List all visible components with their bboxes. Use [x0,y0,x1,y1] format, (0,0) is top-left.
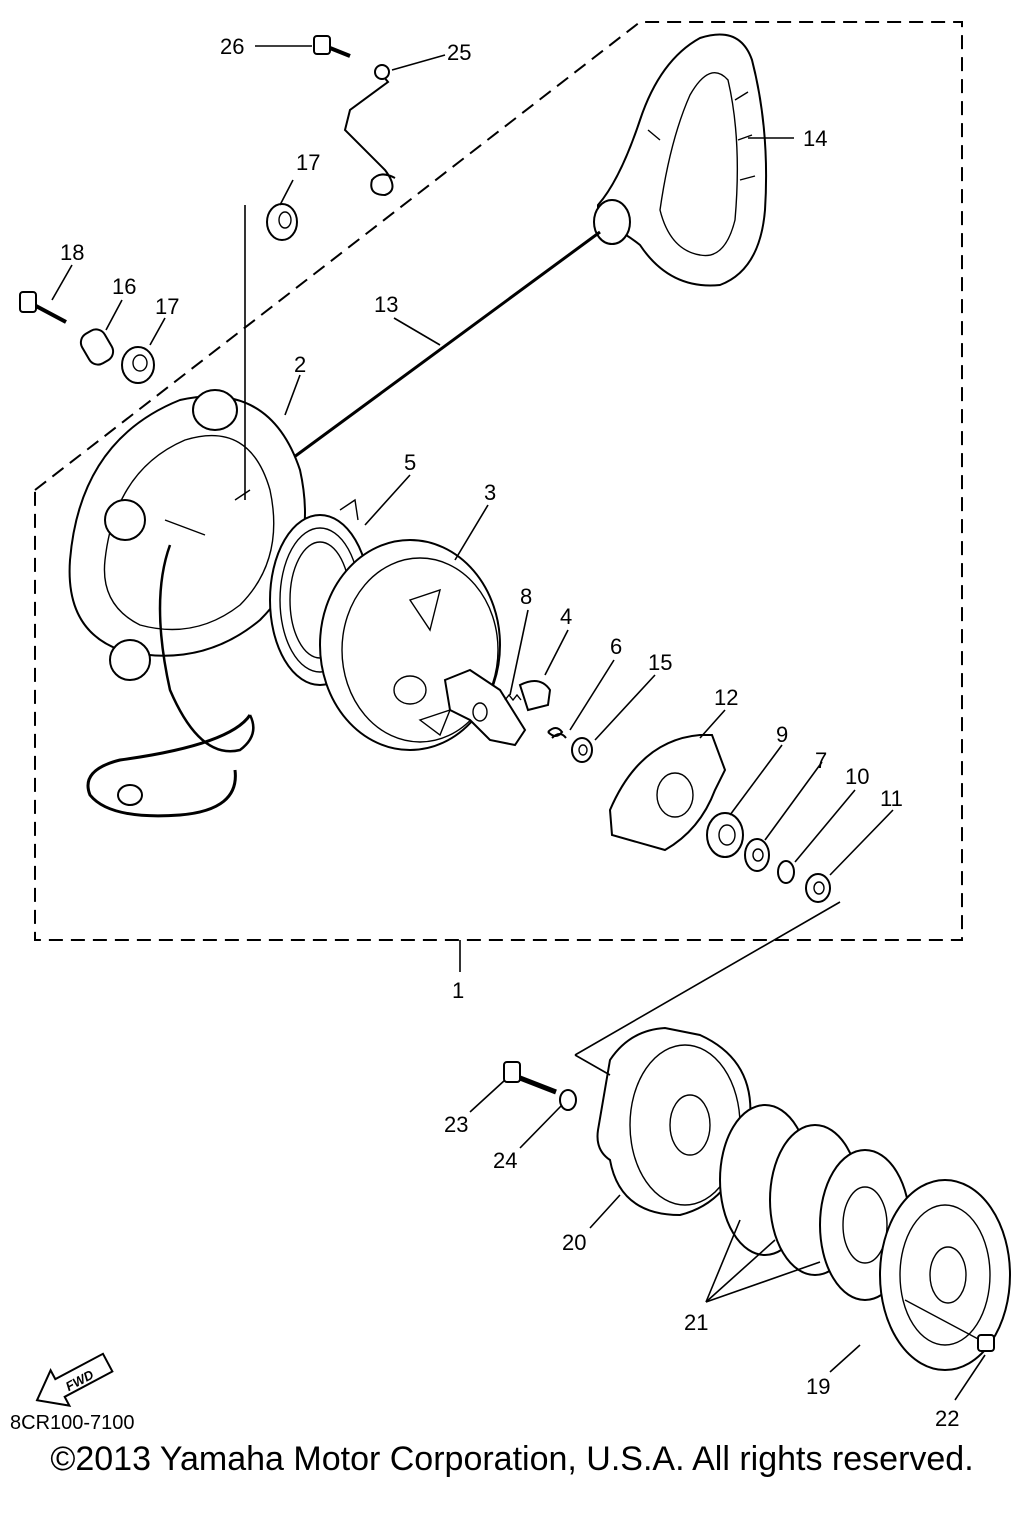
leader-lines [51,45,986,1401]
starter-lead-wire [86,714,252,818]
part-4-drive-pawl [443,668,552,747]
assembly-boundary [34,21,963,941]
callout-20: 20 [562,1230,586,1255]
callout-25: 25 [447,40,471,65]
callout-14: 14 [803,126,827,151]
callout-10: 10 [845,764,869,789]
callout-23: 23 [444,1112,468,1137]
callout-19: 19 [806,1374,830,1399]
part-16-collar [79,328,115,366]
callout-13: 13 [374,292,398,317]
callout-9: 9 [776,722,788,747]
callout-12: 12 [714,685,738,710]
part-23-bolt [503,1061,557,1095]
callout-7: 7 [815,748,827,773]
callout-26: 26 [220,34,244,59]
part-7-washer [744,838,770,872]
part-12-guide-plate [608,734,727,852]
callout-17-upper: 17 [296,150,320,175]
part-2-case [68,389,306,753]
callout-24: 24 [493,1148,517,1173]
callout-5: 5 [404,450,416,475]
part-24-washer [559,1089,577,1111]
part-19-hub [879,1179,1011,1371]
callout-3: 3 [484,480,496,505]
callout-numbers: 26 25 14 17 18 16 17 13 2 5 3 8 4 6 15 1… [60,34,959,1431]
callout-6: 6 [610,634,622,659]
part-9-washer [706,812,744,858]
callout-17-lower: 17 [155,294,179,319]
callout-2: 2 [294,352,306,377]
copyright-notice: ©2013 Yamaha Motor Corporation, U.S.A. A… [50,1440,974,1478]
part-22-bolt [904,1299,995,1352]
callout-15: 15 [648,650,672,675]
part-17-bushing-lower [121,346,155,384]
callout-16: 16 [112,274,136,299]
part-26-bolt [313,35,351,58]
callout-11: 11 [880,786,903,811]
part-18-bolt [19,291,67,324]
callout-21: 21 [684,1310,708,1335]
part-11-nut [805,873,831,903]
part-6-spring [547,727,567,739]
part-15-washer [571,737,593,763]
part-17-bushing-upper [266,203,298,241]
callout-1: 1 [452,978,464,1003]
part-25-bracket [343,64,396,197]
callout-18: 18 [60,240,84,265]
part-10-lockwasher [777,860,795,884]
part-13-rope [289,230,601,462]
diagram-code: 8CR100-7100 [10,1412,135,1434]
fwd-arrow-icon: FWD [35,1352,114,1407]
callout-22: 22 [935,1406,959,1431]
part-21-damper-plates [719,1104,911,1301]
part-14-handle [593,33,768,287]
callout-8: 8 [520,584,532,609]
part-8-spring [504,693,522,702]
callout-4: 4 [560,604,572,629]
